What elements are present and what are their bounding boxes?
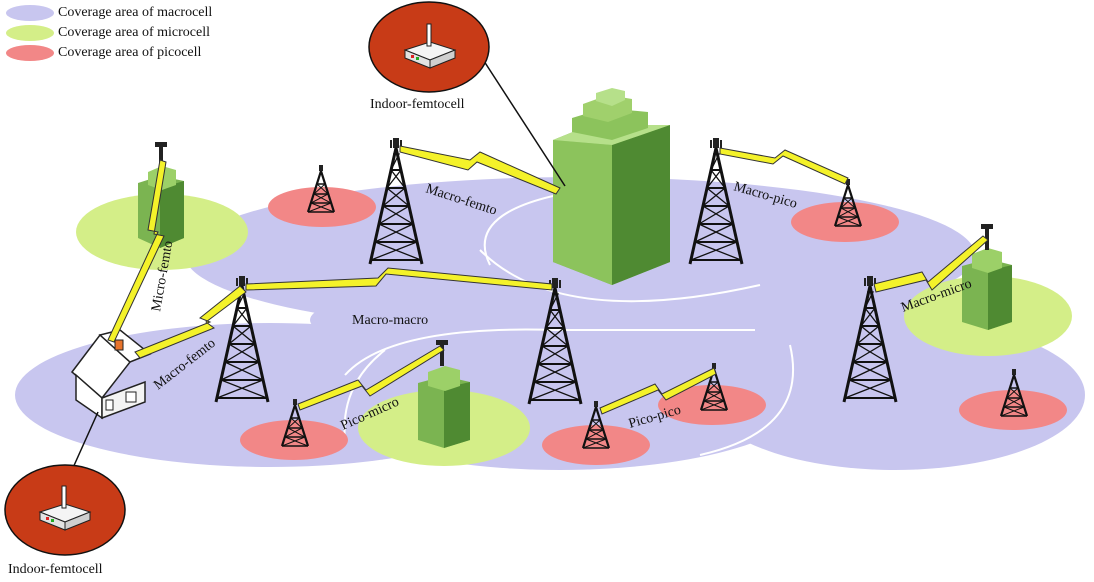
legend-swatch-pico — [6, 45, 54, 61]
label-indoor-femtocell-bottom: Indoor-femtocell — [8, 562, 103, 577]
femtocell-router-icon — [403, 23, 457, 69]
legend-label: Coverage area of microcell — [58, 25, 210, 40]
legend-item-micro: Coverage area of microcell — [6, 23, 212, 43]
legend-swatch-micro — [6, 25, 54, 41]
femtocell-callout-bottom — [4, 464, 126, 556]
legend-item-pico: Coverage area of picocell — [6, 43, 212, 63]
legend-item-macro: Coverage area of macrocell — [6, 3, 212, 23]
femtocell-router-icon — [38, 485, 92, 531]
callout-line-top — [481, 57, 566, 187]
building-icon — [418, 366, 470, 448]
legend-swatch-macro — [6, 5, 54, 21]
label-indoor-femtocell-top: Indoor-femtocell — [370, 97, 465, 112]
legend-label: Coverage area of picocell — [58, 45, 202, 60]
callout-line-bottom — [71, 411, 99, 471]
label-macro-macro: Macro-macro — [352, 313, 429, 328]
building-icon — [962, 248, 1012, 330]
femtocell-callout-top — [368, 1, 490, 93]
legend: Coverage area of macrocell Coverage area… — [6, 3, 212, 63]
building-icon — [553, 88, 670, 285]
legend-label: Coverage area of macrocell — [58, 5, 213, 20]
wireless-link-icon — [107, 145, 989, 415]
